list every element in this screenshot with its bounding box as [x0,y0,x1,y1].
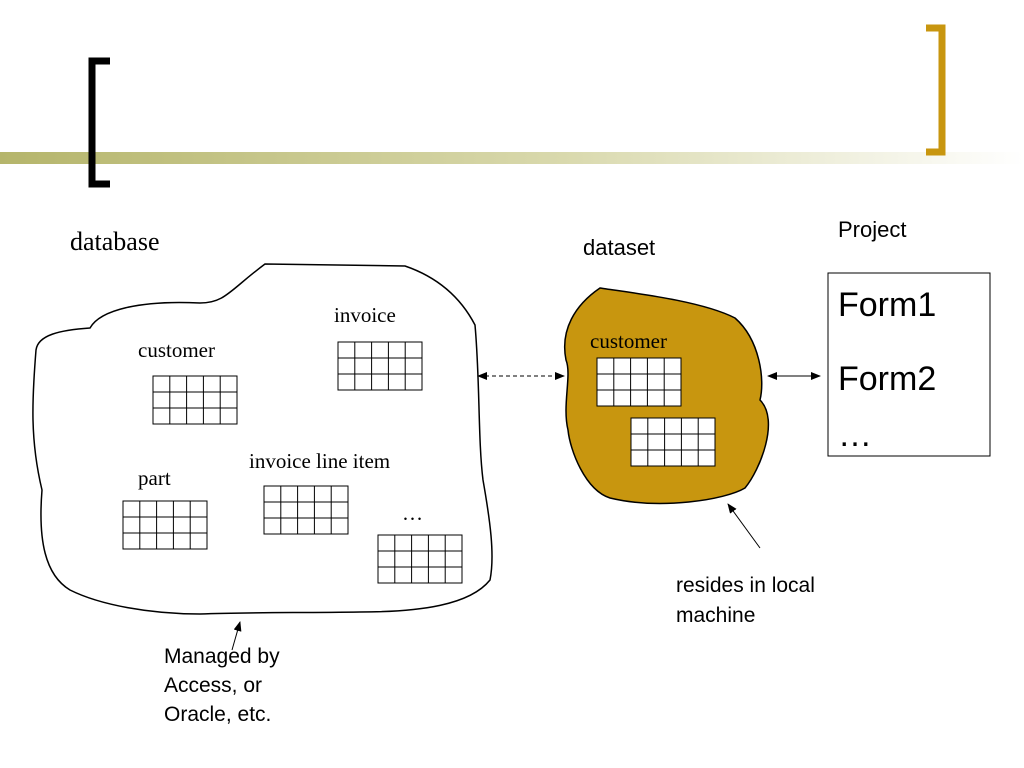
project-form-1: Form1 [838,286,936,324]
left-bracket [88,57,110,188]
note-managed-line-3: Oracle, etc. [164,703,271,726]
table-label-more: … [402,501,423,525]
dataset-label: dataset [583,235,655,260]
grid-more-table [377,534,463,584]
managed-pointer-arrow [231,621,242,651]
project-form-more: … [838,416,872,454]
dataset-table-label: customer [590,329,667,353]
table-label-invoice-line-item: invoice line item [249,449,390,473]
project-box [827,272,991,457]
title-bar [0,152,1024,164]
table-label-customer: customer [138,338,215,362]
grid-customer-table [152,375,238,425]
grid-dataset-second-table [630,417,716,467]
table-label-invoice: invoice [334,303,396,327]
grid-part-table [122,500,208,550]
grid-invoice-table [337,341,423,391]
note-resides-line-2: machine [676,604,755,627]
right-bracket [926,24,946,156]
database-label: database [70,227,160,256]
note-managed-line-2: Access, or [164,674,262,697]
note-managed-line-1: Managed by [164,645,280,668]
grid-invoice-line-item-table [263,485,349,535]
note-resides-line-1: resides in local [676,574,815,597]
table-label-part: part [138,466,171,490]
project-form-2: Form2 [838,360,936,398]
grid-dataset-customer-table [596,357,682,407]
resides-pointer-arrow [727,503,761,549]
project-label: Project [838,217,906,242]
